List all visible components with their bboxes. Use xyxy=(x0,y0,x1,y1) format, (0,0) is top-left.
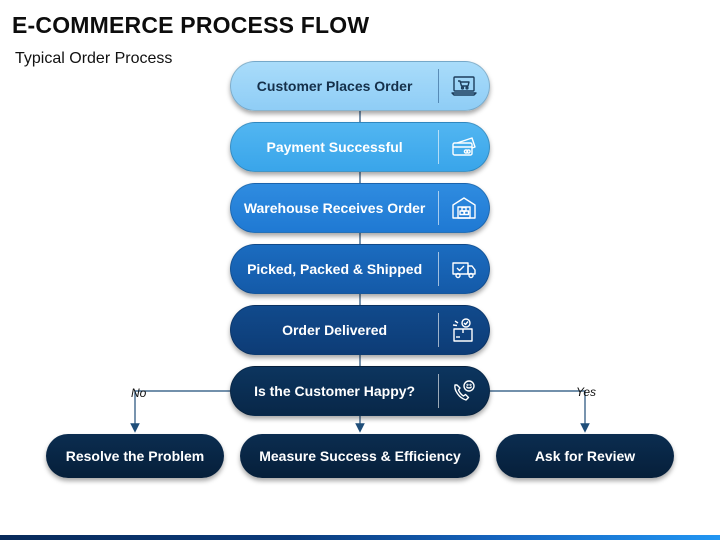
outcome-label: Resolve the Problem xyxy=(65,448,205,464)
step-label: Warehouse Receives Order xyxy=(243,200,426,216)
outcome-label: Measure Success & Efficiency xyxy=(259,448,461,464)
outcome-label: Ask for Review xyxy=(534,448,636,464)
connector-yes-branch xyxy=(490,390,590,433)
step-label: Is the Customer Happy? xyxy=(254,383,416,399)
step-is-customer-happy: Is the Customer Happy? xyxy=(230,366,490,416)
step-warehouse-receives-order: Warehouse Receives Order xyxy=(230,183,490,233)
laptop-shopping-cart-icon xyxy=(439,61,489,111)
warehouse-icon xyxy=(439,183,489,233)
outcome-ask-for-review: Ask for Review xyxy=(496,434,674,478)
step-picked-packed-shipped: Picked, Packed & Shipped xyxy=(230,244,490,294)
credit-card-icon xyxy=(439,122,489,172)
step-payment-successful: Payment Successful xyxy=(230,122,490,172)
delivered-box-icon xyxy=(439,305,489,355)
step-label: Order Delivered xyxy=(282,322,388,338)
step-label: Payment Successful xyxy=(266,139,403,155)
step-customer-places-order: Customer Places Order xyxy=(230,61,490,111)
step-label: Customer Places Order xyxy=(256,78,413,94)
page-title: E-COMMERCE PROCESS FLOW xyxy=(12,12,370,38)
delivery-truck-icon xyxy=(439,244,489,294)
step-divider xyxy=(438,69,440,103)
outcome-measure-success: Measure Success & Efficiency xyxy=(240,434,480,478)
step-divider xyxy=(438,191,440,225)
step-divider xyxy=(438,374,440,408)
step-label: Picked, Packed & Shipped xyxy=(247,261,423,277)
step-divider xyxy=(438,313,440,347)
outcome-resolve-problem: Resolve the Problem xyxy=(46,434,224,478)
connector-no-branch xyxy=(130,390,230,433)
customer-support-icon xyxy=(439,366,489,416)
footer-bar xyxy=(0,535,720,540)
branch-label-no: No xyxy=(131,386,147,400)
branch-label-yes: Yes xyxy=(576,385,597,399)
step-order-delivered: Order Delivered xyxy=(230,305,490,355)
step-divider xyxy=(438,130,440,164)
step-divider xyxy=(438,252,440,286)
page-subtitle: Typical Order Process xyxy=(15,50,173,67)
